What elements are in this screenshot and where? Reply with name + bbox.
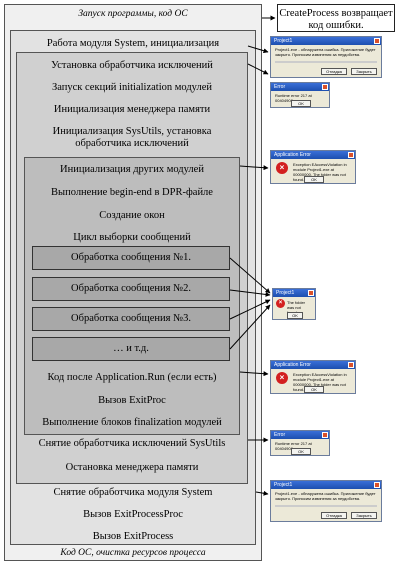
- message-label-etc: … и т.д.: [113, 343, 149, 354]
- process-start-label: Запуск программы, код ОС: [78, 9, 188, 19]
- error-dialog-4: Project1 × The folder was not found. OK: [272, 288, 316, 320]
- error-icon: ×: [276, 299, 285, 308]
- step-message-loop: Цикл выборки сообщений: [73, 232, 191, 243]
- message-box-etc: [32, 337, 230, 361]
- close-icon[interactable]: [322, 432, 328, 438]
- step-call-exitprocessproc: Вызов ExitProcessProc: [83, 509, 183, 520]
- error-dialog-7: Project1 Project1.exe - обнаружена ошибк…: [270, 480, 382, 522]
- step-stop-memory-manager: Остановка менеджера памяти: [65, 462, 199, 473]
- step-call-exitproc: Вызов ExitProc: [98, 395, 166, 406]
- message-label-3: Обработка сообщения №3.: [71, 313, 191, 324]
- message-label-2: Обработка сообщения №2.: [71, 283, 191, 294]
- message-box-3: [32, 307, 230, 331]
- step-init-memory-manager: Инициализация менеджера памяти: [53, 104, 211, 115]
- divider: [275, 505, 377, 507]
- close-icon[interactable]: [374, 38, 380, 44]
- error-icon: ×: [276, 162, 288, 174]
- close-icon[interactable]: [348, 152, 354, 158]
- ok-button[interactable]: OK: [287, 312, 303, 319]
- message-box-2: [32, 277, 230, 301]
- createprocess-callout: CreateProcess возвращает код ошибки.: [277, 4, 395, 32]
- message-box-1: [32, 246, 230, 270]
- divider: [275, 61, 377, 63]
- ok-button[interactable]: OK: [304, 386, 324, 393]
- error-dialog-3: Application Error × Exception EAccessVio…: [270, 150, 356, 184]
- dialog-message: Exception EAccessViolation in module Pro…: [293, 372, 347, 392]
- close-icon[interactable]: [348, 362, 354, 368]
- dialog-title: Application Error: [271, 151, 355, 159]
- error-dialog-6: Error Runtime error 217 at 00404908 OK: [270, 430, 330, 456]
- dialog-title: Project1: [273, 289, 315, 297]
- ok-button[interactable]: OK: [291, 448, 311, 455]
- step-call-exitprocess: Вызов ExitProcess: [92, 531, 174, 542]
- error-dialog-2: Error Runtime error 217 at 00404908 OK: [270, 82, 330, 108]
- dialog-message: Project1.exe - обнаружена ошибка. Прилож…: [275, 491, 376, 501]
- step-finalization: Выполнение блоков finalization модулей: [42, 417, 222, 428]
- dialog-title: Error: [271, 83, 329, 91]
- error-icon: ×: [276, 372, 288, 384]
- message-label-1: Обработка сообщения №1.: [71, 252, 191, 263]
- close-icon[interactable]: [322, 84, 328, 90]
- dialog-message: Project1.exe - обнаружена ошибка. Прилож…: [275, 47, 376, 57]
- close-icon[interactable]: [374, 482, 380, 488]
- step-create-windows: Создание окон: [99, 210, 165, 221]
- step-after-application-run: Код после Application.Run (если есть): [47, 372, 217, 383]
- error-dialog-5: Application Error × Exception EAccessVio…: [270, 360, 356, 394]
- debug-button[interactable]: Отладка: [321, 68, 347, 75]
- debug-button[interactable]: Отладка: [321, 512, 347, 519]
- step-remove-system-handler: Снятие обработчика модуля System: [53, 487, 213, 498]
- step-install-exception-handler: Установка обработчика исключений: [51, 60, 213, 71]
- dialog-title: Project1: [271, 481, 381, 489]
- step-init-other-units: Инициализация других модулей: [60, 164, 204, 175]
- dialog-message: Runtime error 217 at 00404908: [275, 93, 312, 103]
- close-button[interactable]: Закрыть: [351, 512, 377, 519]
- dialog-title: Application Error: [271, 361, 355, 369]
- ok-button[interactable]: OK: [291, 100, 311, 107]
- step-run-initialization: Запуск секций initialization модулей: [51, 82, 212, 93]
- step-remove-sysutils-handler: Снятие обработчика исключений SysUtils: [38, 438, 226, 449]
- step-init-sysutils: Инициализация SysUtils, установка обрабо…: [52, 126, 212, 149]
- close-icon[interactable]: [308, 290, 314, 296]
- dialog-title: Error: [271, 431, 329, 439]
- step-dpr-begin-end: Выполнение begin-end в DPR-файле: [51, 187, 213, 198]
- dialog-message: Exception EAccessViolation in module Pro…: [293, 162, 347, 182]
- process-end-label: Код ОС, очистка ресурсов процесса: [60, 548, 206, 558]
- system-block-title: Работа модуля System, инициализация: [46, 38, 220, 49]
- error-dialog-1: Project1 Project1.exe - обнаружена ошибк…: [270, 36, 382, 78]
- close-button[interactable]: Закрыть: [351, 68, 377, 75]
- dialog-message: Runtime error 217 at 00404908: [275, 441, 312, 451]
- dialog-title: Project1: [271, 37, 381, 45]
- ok-button[interactable]: OK: [304, 176, 324, 183]
